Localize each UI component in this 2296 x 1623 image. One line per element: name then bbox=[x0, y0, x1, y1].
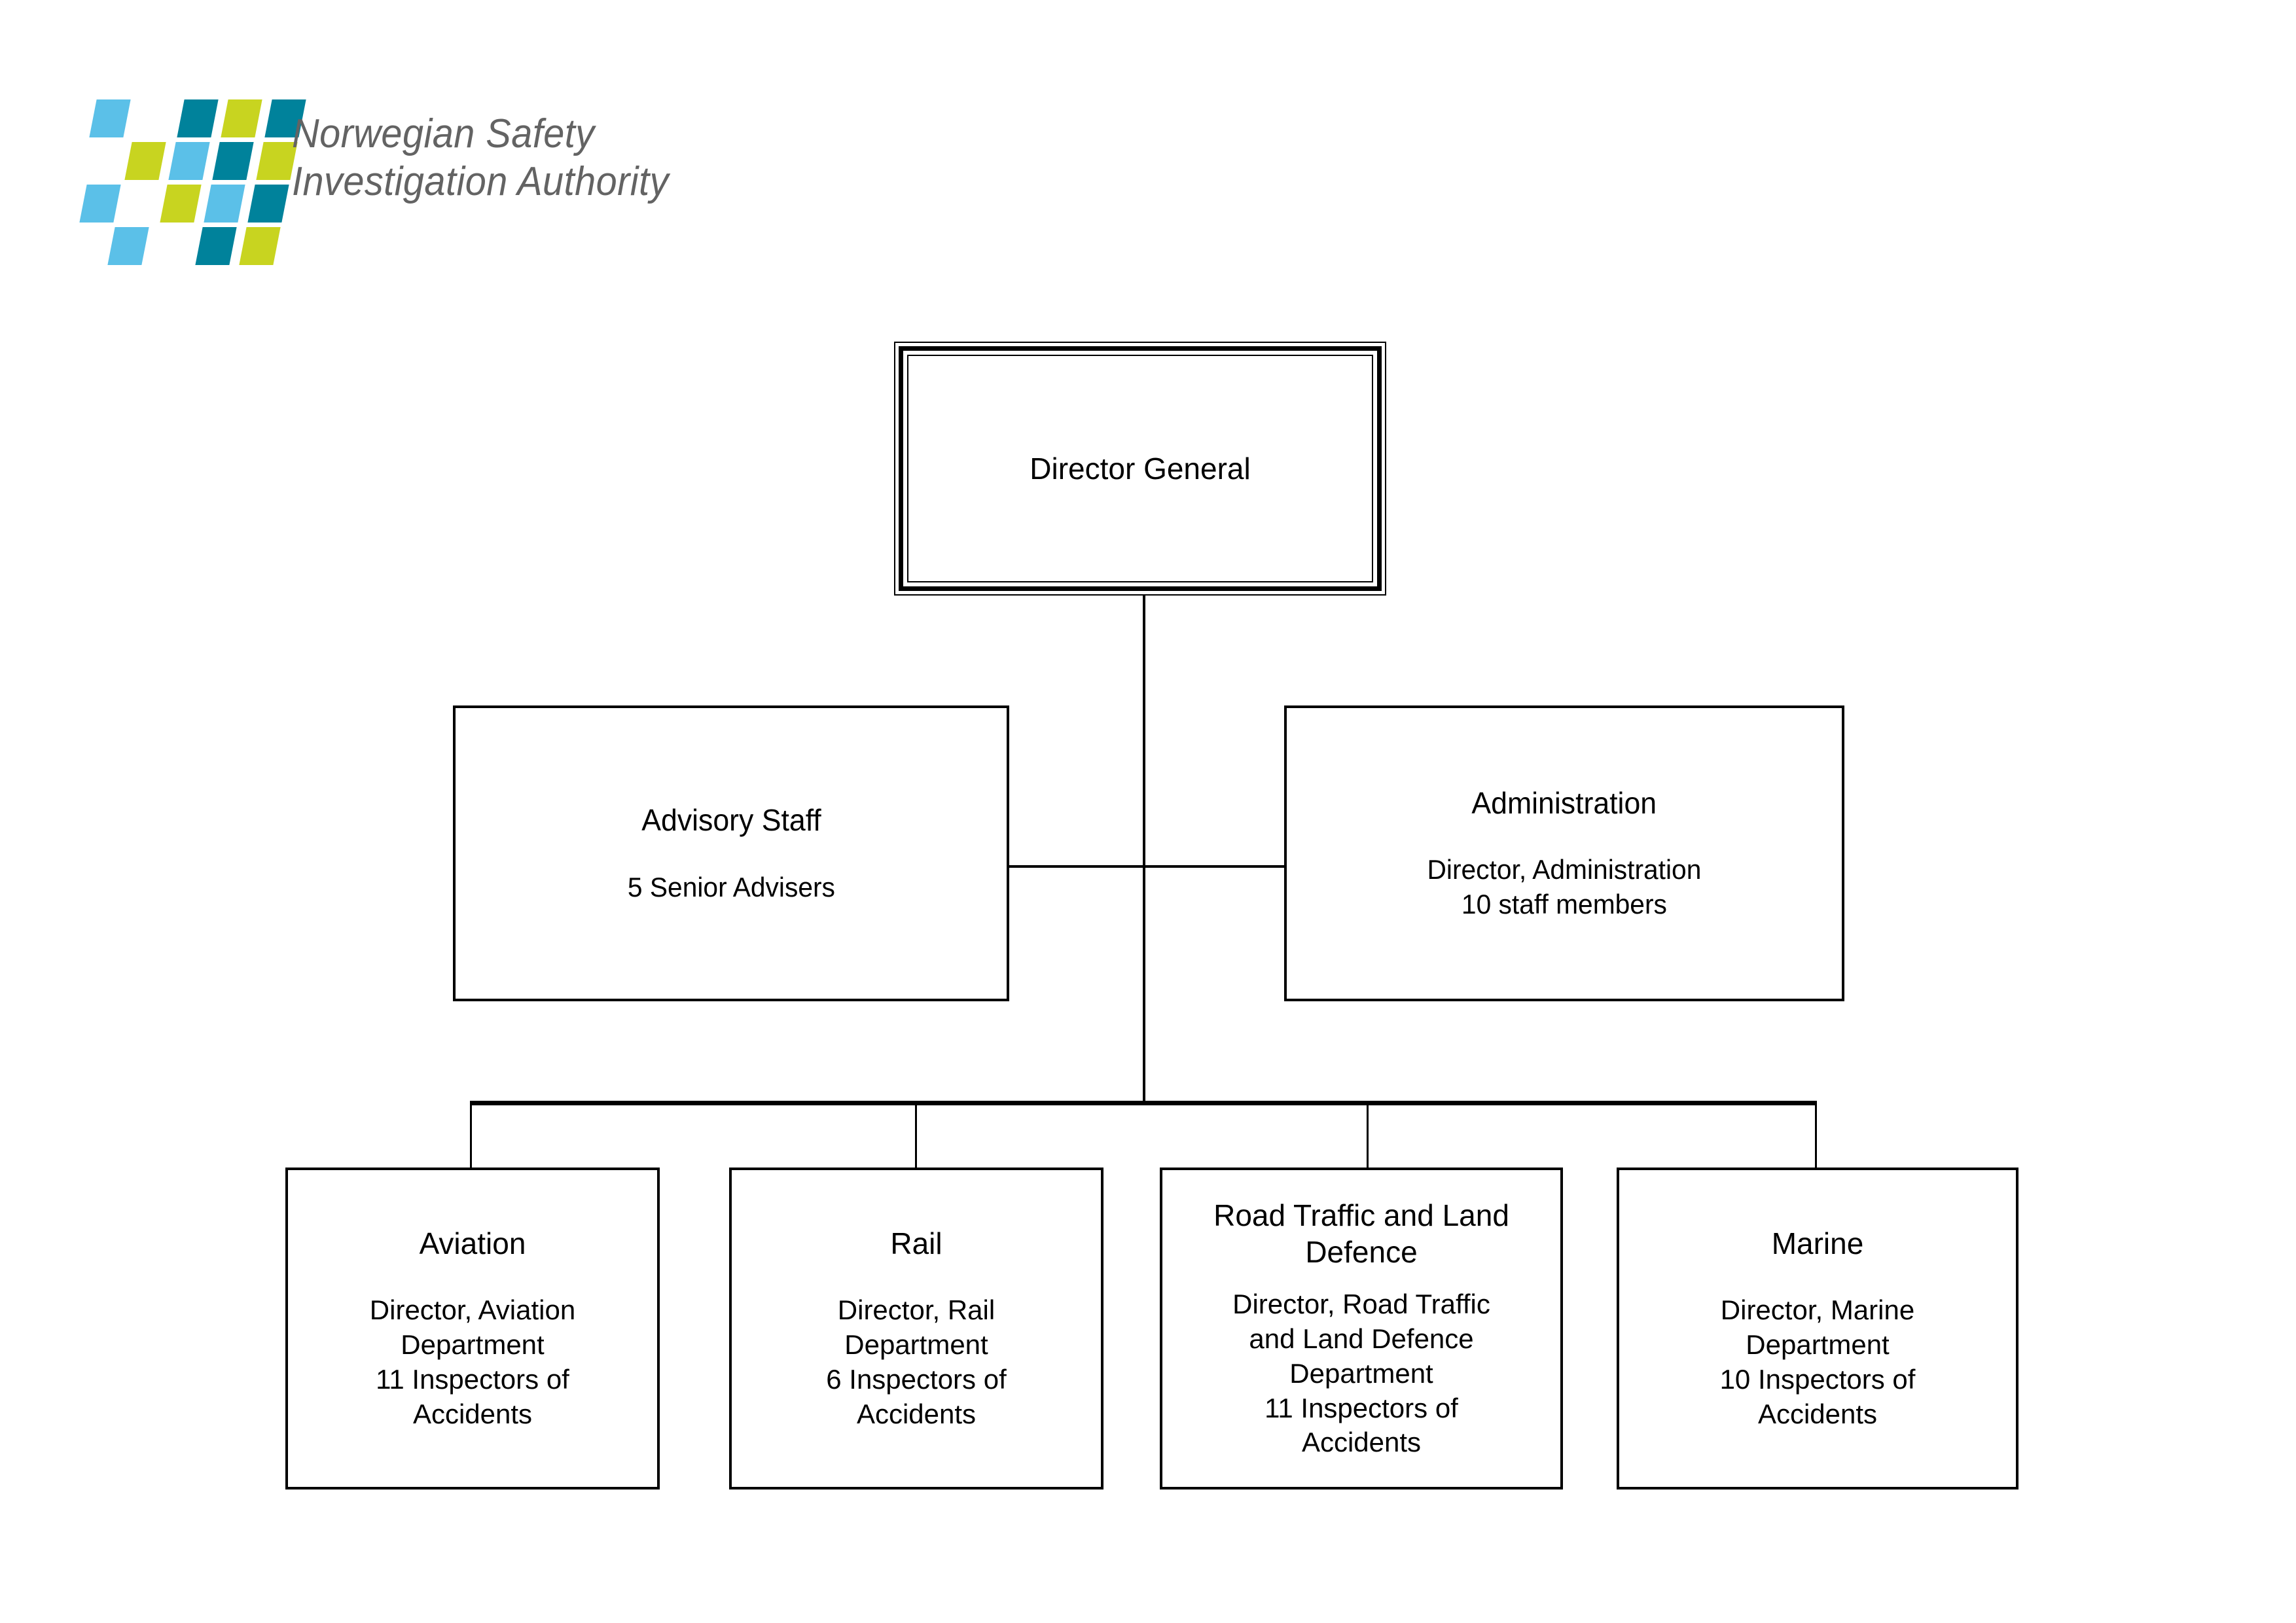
node-department-road-traffic-and-land-defence[interactable]: Road Traffic and Land Defence Director, … bbox=[1160, 1168, 1563, 1489]
marine-title: Marine bbox=[1771, 1226, 1864, 1261]
road-traffic-and-land-defence-title: Road Traffic and Land Defence bbox=[1213, 1198, 1509, 1269]
director-general-frame-middle: Director General bbox=[899, 346, 1382, 591]
connector-drop-aviation bbox=[470, 1103, 472, 1169]
logo-wordmark-line-2: Investigation Authority bbox=[292, 159, 669, 205]
marine-body: Director, Marine Department 10 Inspector… bbox=[1719, 1294, 1916, 1429]
node-department-marine[interactable]: Marine Director, Marine Department 10 In… bbox=[1617, 1168, 2018, 1489]
connector-department-bus bbox=[470, 1101, 1817, 1105]
aviation-body: Director, Aviation Department 11 Inspect… bbox=[369, 1294, 576, 1429]
node-administration[interactable]: Administration Director, Administration … bbox=[1284, 705, 1844, 1001]
administration-title: Administration bbox=[1471, 786, 1657, 821]
logo-tile bbox=[107, 227, 149, 265]
logo-tile bbox=[204, 185, 245, 223]
road-traffic-and-land-defence-body: Director, Road Traffic and Land Defence … bbox=[1232, 1288, 1490, 1458]
logo-tile bbox=[247, 185, 289, 223]
logo-wordmark-line-1: Norwegian Safety bbox=[292, 111, 595, 156]
organisation-logo: Norwegian Safety Investigation Authority bbox=[79, 97, 856, 280]
connector-drop-marine bbox=[1815, 1103, 1817, 1169]
logo-tile bbox=[79, 185, 121, 223]
node-department-rail[interactable]: Rail Director, Rail Department 6 Inspect… bbox=[729, 1168, 1103, 1489]
connector-drop-rail bbox=[915, 1103, 917, 1169]
connector-drop-road-traffic bbox=[1367, 1103, 1369, 1169]
logo-tile bbox=[239, 227, 281, 265]
logo-mosaic-icon bbox=[79, 97, 306, 274]
rail-title: Rail bbox=[890, 1226, 942, 1261]
logo-tile bbox=[160, 185, 202, 223]
director-general-frame-inner: Director General bbox=[907, 355, 1373, 582]
logo-tile bbox=[177, 99, 219, 137]
logo-tile bbox=[212, 142, 254, 180]
aviation-title: Aviation bbox=[419, 1226, 526, 1261]
logo-tile bbox=[195, 227, 237, 265]
logo-tile bbox=[89, 99, 131, 137]
rail-body: Director, Rail Department 6 Inspectors o… bbox=[826, 1294, 1007, 1429]
node-advisory-staff[interactable]: Advisory Staff 5 Senior Advisers bbox=[453, 705, 1009, 1001]
node-director-general[interactable]: Director General bbox=[894, 342, 1386, 596]
connector-staff-horizontal bbox=[1001, 865, 1289, 868]
node-department-aviation[interactable]: Aviation Director, Aviation Department 1… bbox=[285, 1168, 660, 1489]
connector-trunk-vertical bbox=[1143, 594, 1145, 1103]
logo-wordmark: Norwegian Safety Investigation Authority bbox=[292, 110, 816, 205]
director-general-title: Director General bbox=[1030, 451, 1251, 486]
advisory-staff-body: 5 Senior Advisers bbox=[627, 871, 835, 902]
advisory-staff-title: Advisory Staff bbox=[641, 803, 821, 838]
logo-tile bbox=[168, 142, 210, 180]
administration-body: Director, Administration 10 staff member… bbox=[1427, 854, 1702, 920]
logo-tile bbox=[221, 99, 262, 137]
logo-tile bbox=[124, 142, 166, 180]
